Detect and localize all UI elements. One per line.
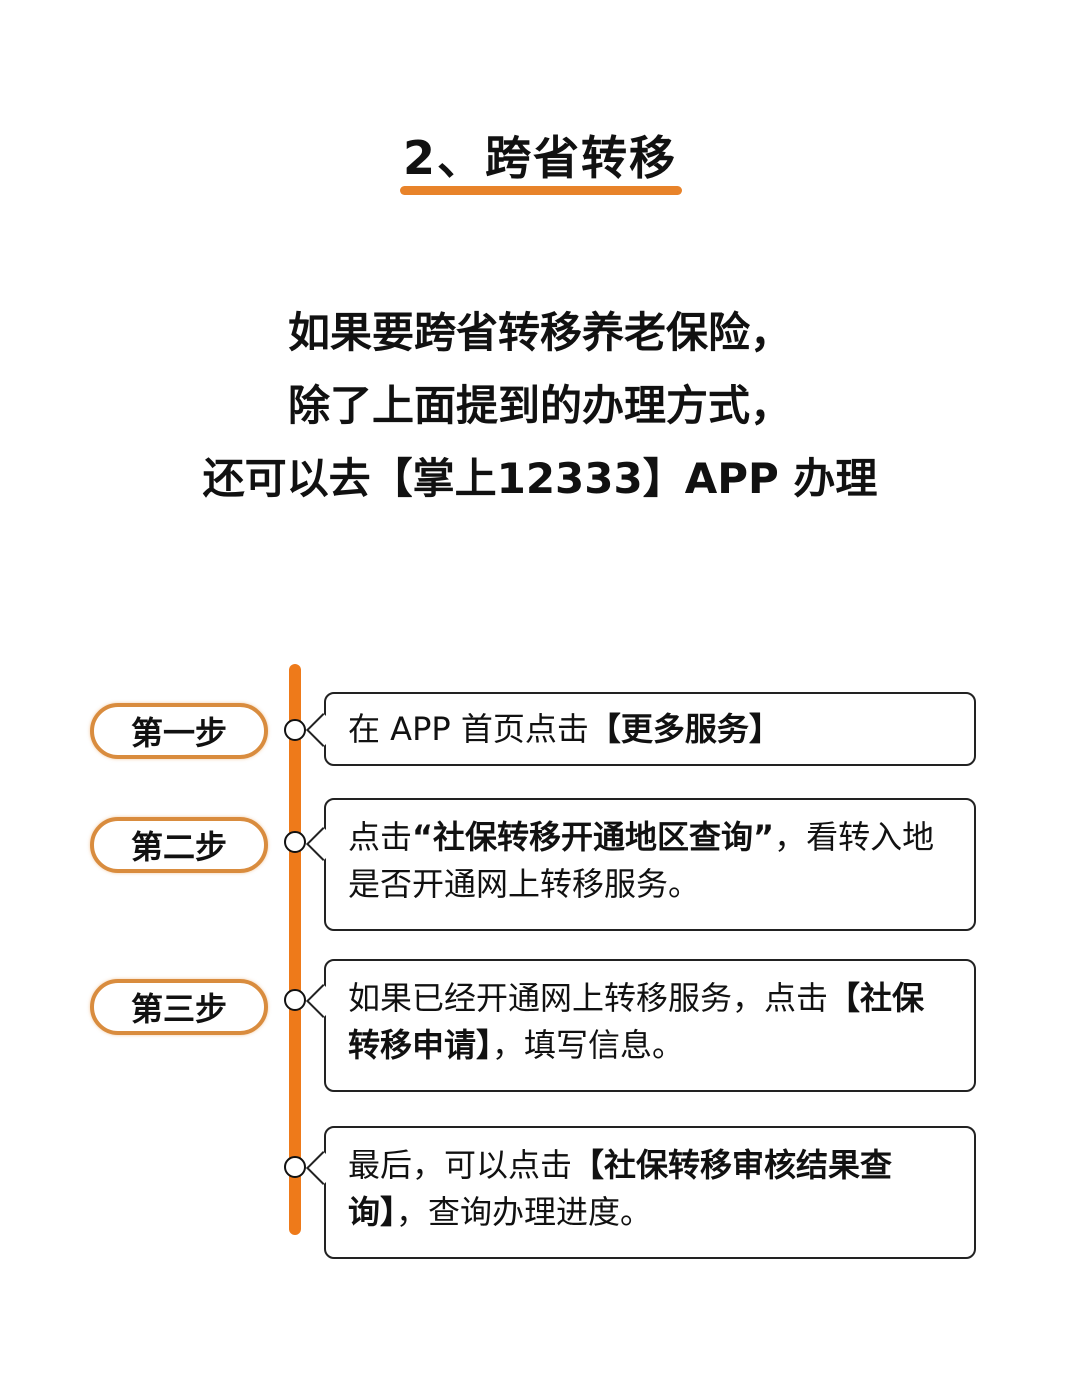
intro-paragraph: 如果要跨省转移养老保险， 除了上面提到的办理方式， 还可以去【掌上12333】A…	[0, 296, 1080, 515]
step-text-bold: 【社保转移申请】	[348, 979, 925, 1064]
step-card-2: 点击“社保转移开通地区查询”，看转入地是否开通网上转移服务。	[324, 798, 976, 931]
title-underline	[400, 186, 682, 195]
section-title: 2、跨省转移	[402, 131, 677, 185]
step-card-1: 在 APP 首页点击【更多服务】	[324, 692, 976, 766]
step-card-3: 如果已经开通网上转移服务，点击【社保转移申请】，填写信息。	[324, 959, 976, 1092]
timeline-node-icon	[284, 831, 306, 853]
step-text: 最后，可以点击	[348, 1146, 573, 1184]
intro-line: 除了上面提到的办理方式，	[287, 381, 792, 430]
step-label-3: 第三步	[90, 979, 268, 1035]
step-text-bold: 【社保转移审核结果查询】	[348, 1146, 893, 1231]
step-text: 点击	[348, 818, 413, 856]
step-text: ，看转入地是否开通网上转移服务。	[348, 818, 935, 903]
step-text: 在 APP 首页点击	[348, 710, 589, 748]
intro-line: 如果要跨省转移养老保险，	[287, 308, 792, 357]
timeline-node-icon	[284, 719, 306, 741]
step-text-bold: 【更多服务】	[588, 710, 781, 748]
timeline-bar	[289, 664, 301, 1235]
timeline-node-icon	[284, 1156, 306, 1178]
step-card-4: 最后，可以点击【社保转移审核结果查询】，查询办理进度。	[324, 1126, 976, 1259]
intro-line: 还可以去【掌上12333】APP 办理	[202, 454, 878, 503]
step-text: ，填写信息。	[492, 1026, 685, 1064]
step-text: ，查询办理进度。	[396, 1193, 653, 1231]
timeline-node-icon	[284, 989, 306, 1011]
step-text-bold: “社保转移开通地区查询”	[412, 818, 775, 856]
step-label-2: 第二步	[90, 817, 268, 873]
step-label-1: 第一步	[90, 703, 268, 759]
step-text: 如果已经开通网上转移服务，点击	[348, 979, 829, 1017]
